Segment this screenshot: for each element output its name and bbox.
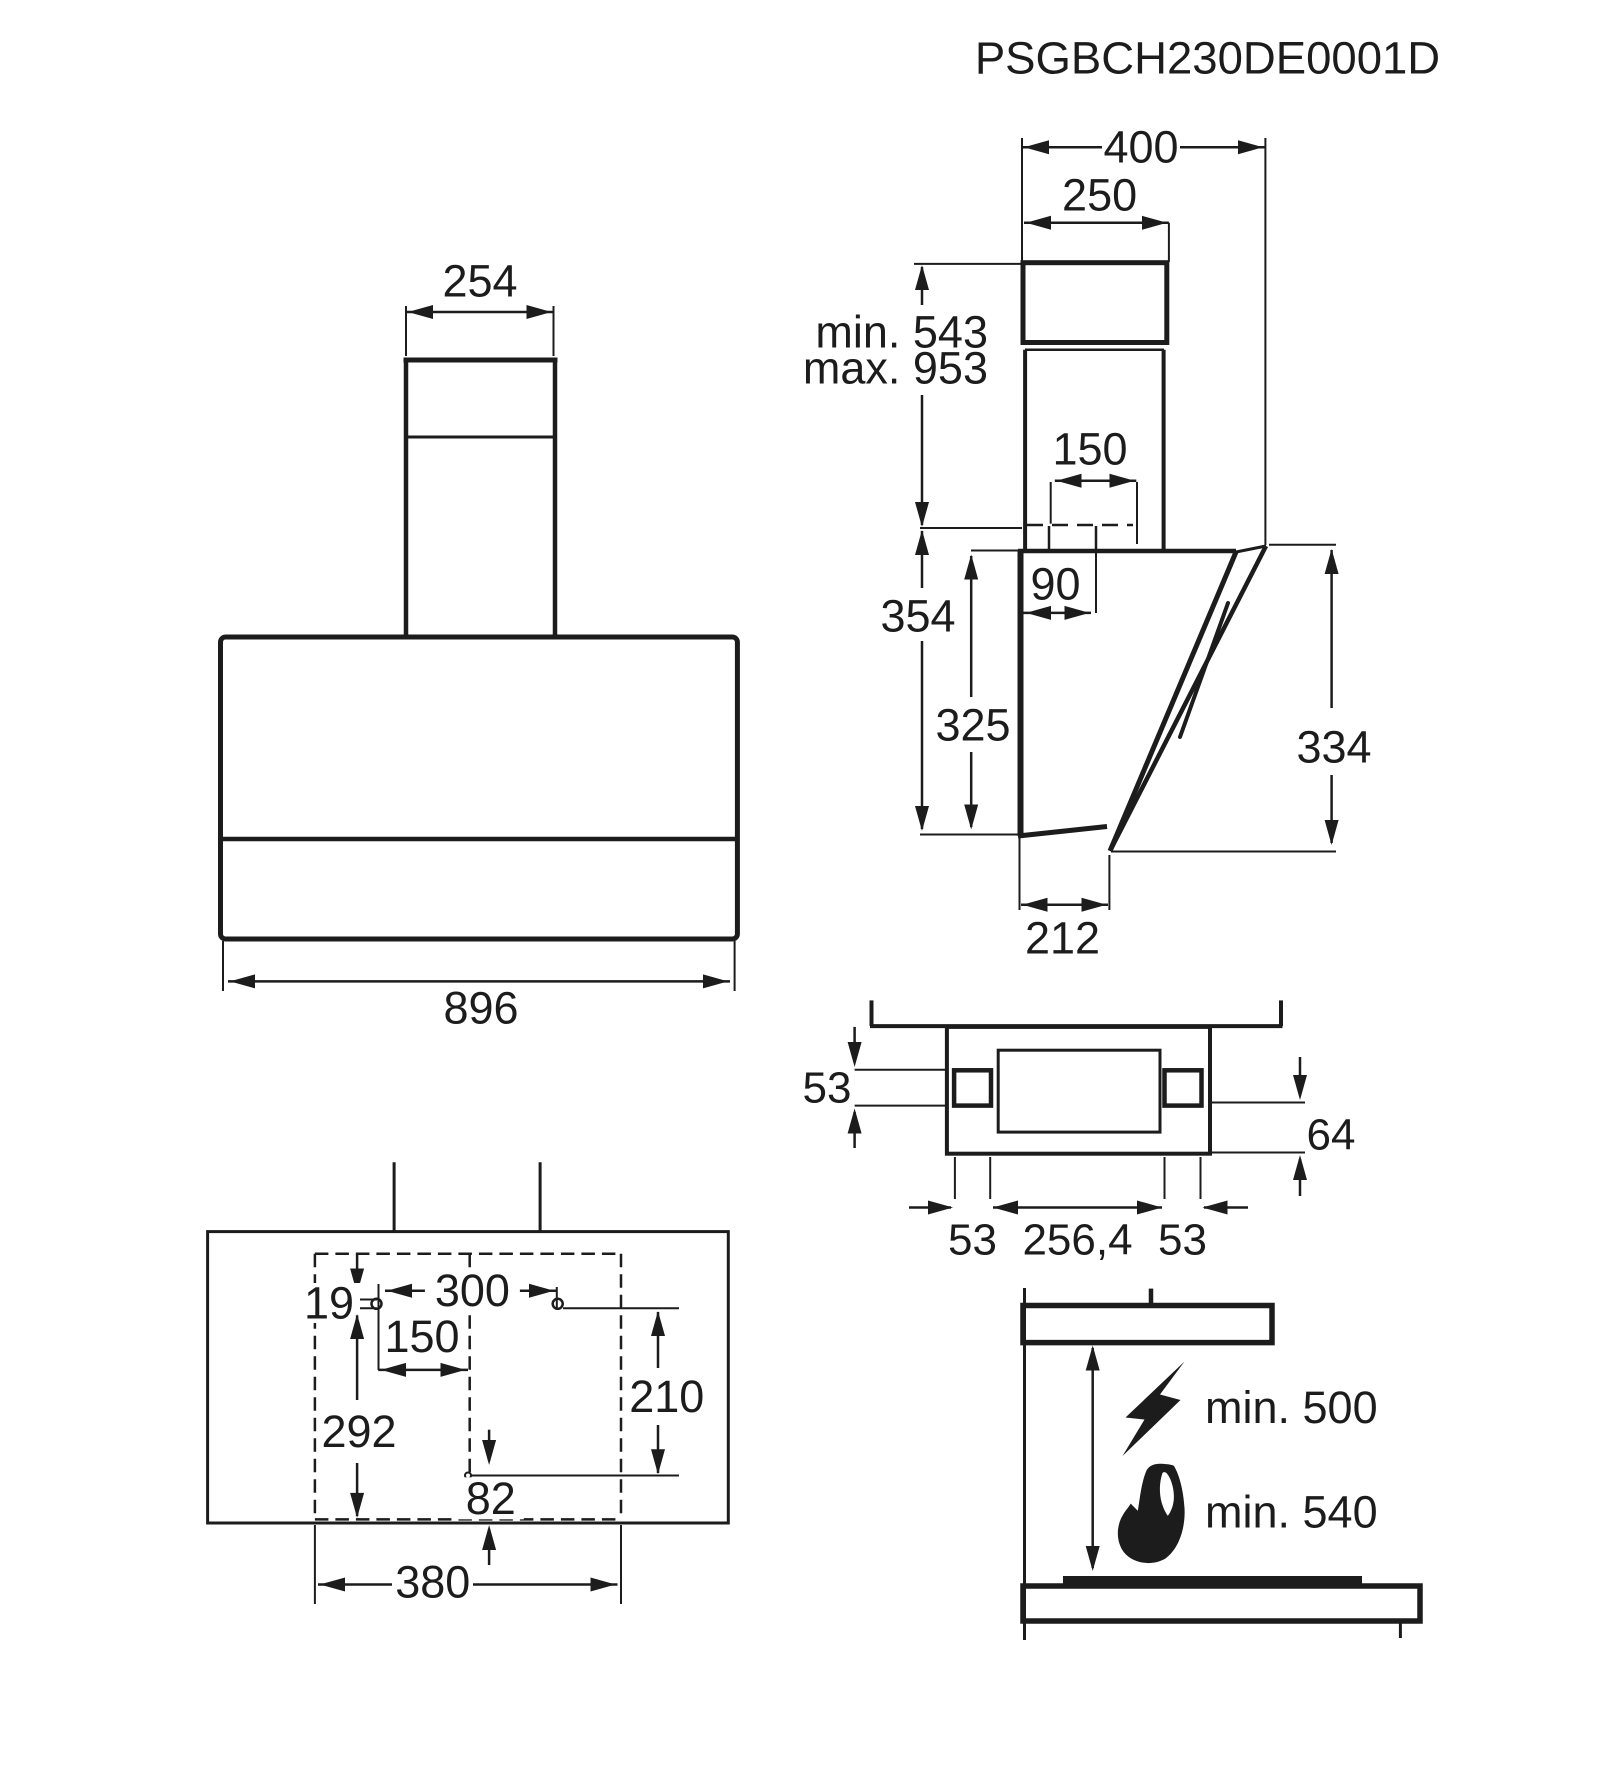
- svg-text:250: 250: [1062, 170, 1137, 221]
- svg-text:min. 540: min. 540: [1205, 1487, 1378, 1538]
- svg-text:90: 90: [1030, 559, 1080, 610]
- svg-text:254: 254: [442, 256, 517, 307]
- svg-text:53: 53: [1158, 1216, 1207, 1265]
- svg-text:896: 896: [443, 983, 518, 1034]
- svg-text:19: 19: [304, 1278, 354, 1329]
- svg-text:82: 82: [466, 1473, 516, 1524]
- svg-text:256,4: 256,4: [1022, 1216, 1132, 1265]
- svg-text:325: 325: [935, 700, 1010, 751]
- svg-text:212: 212: [1025, 913, 1100, 964]
- svg-text:PSGBCH230DE0001D: PSGBCH230DE0001D: [975, 33, 1440, 84]
- svg-text:334: 334: [1296, 722, 1371, 773]
- svg-text:min. 543: min. 543: [815, 307, 988, 358]
- svg-text:354: 354: [880, 591, 955, 642]
- svg-text:210: 210: [629, 1371, 704, 1422]
- svg-text:300: 300: [435, 1265, 510, 1316]
- svg-text:380: 380: [395, 1557, 470, 1608]
- svg-text:53: 53: [803, 1064, 852, 1113]
- svg-text:53: 53: [948, 1216, 997, 1265]
- svg-text:150: 150: [384, 1311, 459, 1362]
- svg-text:400: 400: [1103, 122, 1178, 173]
- svg-text:max. 953: max. 953: [803, 343, 988, 394]
- svg-text:292: 292: [321, 1406, 396, 1457]
- svg-text:64: 64: [1307, 1111, 1356, 1160]
- svg-text:min. 500: min. 500: [1205, 1382, 1378, 1433]
- svg-text:150: 150: [1052, 424, 1127, 475]
